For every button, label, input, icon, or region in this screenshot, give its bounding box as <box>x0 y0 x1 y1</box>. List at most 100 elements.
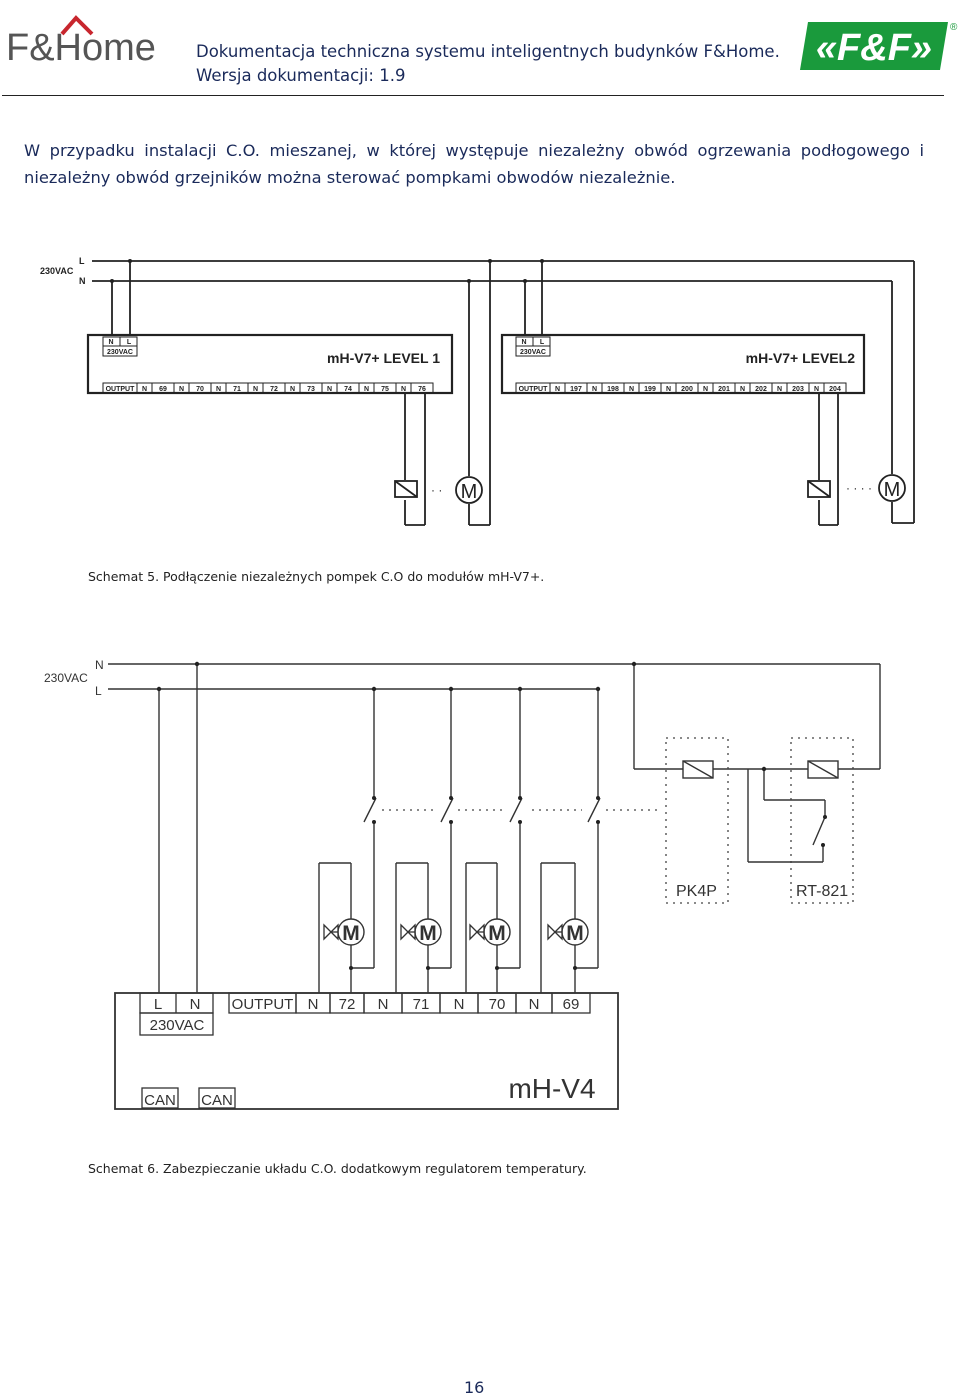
svg-text:OUTPUT: OUTPUT <box>106 386 136 393</box>
document-header: Dokumentacja techniczna systemu intelige… <box>196 40 780 88</box>
svg-text:202: 202 <box>755 386 767 393</box>
svg-text:70: 70 <box>196 386 204 393</box>
terminal: 198 <box>601 382 625 394</box>
svg-text:71: 71 <box>413 996 430 1013</box>
terminal: N <box>734 382 751 394</box>
terminal: N <box>660 382 677 394</box>
rt821-coil-icon <box>807 760 839 779</box>
terminal: N <box>321 382 338 394</box>
terminal: 73 <box>299 382 323 394</box>
svg-text:L: L <box>540 339 545 346</box>
svg-text:200: 200 <box>681 386 693 393</box>
terminal: N <box>808 382 825 394</box>
svg-text:203: 203 <box>792 386 804 393</box>
rt821-label: RT-821 <box>796 883 848 900</box>
pump-motor-icon: M <box>400 918 442 946</box>
fhome-logo: F&Home <box>6 8 166 69</box>
svg-text:69: 69 <box>563 996 580 1013</box>
svg-text:197: 197 <box>570 386 582 393</box>
can-port-1: CAN <box>144 1092 176 1109</box>
terminal: 203 <box>786 382 810 394</box>
schema-6-caption: Schemat 6. Zabezpieczanie układu C.O. do… <box>88 1161 587 1176</box>
terminal: 69 <box>551 992 591 1014</box>
terminal: N <box>549 382 566 394</box>
header-version: Wersja dokumentacji: 1.9 <box>196 66 406 85</box>
terminal: N <box>295 992 331 1014</box>
terminal: 72 <box>262 382 286 394</box>
continuation-dots: · · · · <box>846 481 872 495</box>
pk4p-coil-icon <box>682 760 714 779</box>
module-1-title: mH-V7+ LEVEL 1 <box>327 350 440 366</box>
terminal: N <box>515 992 553 1014</box>
svg-text:198: 198 <box>607 386 619 393</box>
pump-motor-icon: M <box>878 474 906 502</box>
svg-text:N: N <box>777 386 782 393</box>
pump-motor-icon: M <box>323 918 365 946</box>
terminal: 199 <box>638 382 662 394</box>
svg-text:OUTPUT: OUTPUT <box>232 996 294 1013</box>
svg-text:75: 75 <box>381 386 389 393</box>
intro-line-1: W przypadku instalacji C.O. mieszanej, w… <box>24 141 924 160</box>
terminal: N <box>136 382 153 394</box>
svg-text:72: 72 <box>270 386 278 393</box>
svg-text:N: N <box>216 386 221 393</box>
svg-text:74: 74 <box>344 386 352 393</box>
svg-text:N: N <box>327 386 332 393</box>
svg-text:201: 201 <box>718 386 730 393</box>
fhome-logo-text: F&Home <box>6 27 156 68</box>
terminal: N <box>173 382 190 394</box>
schema-5-caption: Schemat 5. Podłączenie niezależnych pomp… <box>88 569 545 584</box>
l-label: L <box>95 684 102 698</box>
valve-icon <box>394 480 418 498</box>
svg-text:N: N <box>555 386 560 393</box>
svg-text:199: 199 <box>644 386 656 393</box>
schema-5-diagram: M M · · · · · · 230VAC L N N L 230VAC mH… <box>40 256 915 526</box>
terminal: N <box>586 382 603 394</box>
svg-text:N: N <box>629 386 634 393</box>
terminal: 71 <box>225 382 249 394</box>
terminal: N <box>395 382 412 394</box>
terminal: 75 <box>373 382 397 394</box>
svg-text:204: 204 <box>829 386 841 393</box>
svg-text:69: 69 <box>159 386 167 393</box>
pump-motor-icon: M <box>547 918 589 946</box>
terminal: 201 <box>712 382 736 394</box>
terminal: OUTPUT <box>515 382 551 394</box>
terminal: 69 <box>151 382 175 394</box>
ff-logo: «F&F» ® <box>800 18 958 74</box>
svg-text:M: M <box>342 922 360 945</box>
terminal: N <box>247 382 264 394</box>
svg-text:N: N <box>666 386 671 393</box>
svg-text:N: N <box>290 386 295 393</box>
svg-text:M: M <box>488 922 506 945</box>
svg-text:M: M <box>461 481 478 503</box>
svg-text:N: N <box>179 386 184 393</box>
terminal: OUTPUT <box>102 382 138 394</box>
svg-text:N: N <box>454 996 465 1013</box>
svg-text:N: N <box>190 996 201 1013</box>
svg-text:OUTPUT: OUTPUT <box>519 386 549 393</box>
svg-text:N: N <box>253 386 258 393</box>
terminal: 202 <box>749 382 773 394</box>
terminal: N <box>363 992 403 1014</box>
svg-text:N: N <box>378 996 389 1013</box>
svg-text:N: N <box>108 339 113 346</box>
terminal: N <box>771 382 788 394</box>
svg-text:71: 71 <box>233 386 241 393</box>
svg-text:L: L <box>127 339 132 346</box>
supply-label: 230VAC <box>40 266 74 276</box>
svg-text:N: N <box>703 386 708 393</box>
svg-text:N: N <box>814 386 819 393</box>
terminal: N <box>284 382 301 394</box>
l-label: L <box>79 256 85 266</box>
terminal: 204 <box>823 382 847 394</box>
registered-mark: ® <box>950 22 958 33</box>
pump-motor-icon: M <box>469 918 511 946</box>
svg-text:N: N <box>521 339 526 346</box>
page-number: 16 <box>464 1378 485 1397</box>
svg-text:M: M <box>566 922 584 945</box>
n-label: N <box>79 276 86 286</box>
intro-line-2: niezależny obwód grzejników można sterow… <box>24 168 676 187</box>
svg-text:N: N <box>364 386 369 393</box>
